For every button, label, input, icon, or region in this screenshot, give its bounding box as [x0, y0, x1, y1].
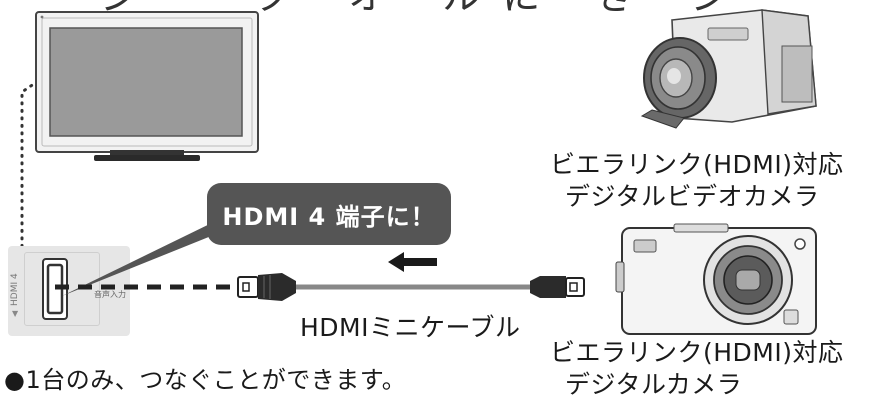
camcorder-label-line2: デジタルビデオカメラ	[565, 182, 820, 211]
panel-inner-box	[24, 252, 100, 326]
cable-label: HDMIミニケーブル	[300, 313, 521, 342]
camcorder-label-line1: ビエラリンク(HDMI)対応	[550, 150, 844, 179]
callout-bubble: HDMI 4 端子に！	[207, 183, 451, 245]
audio-input-label: 音声入力	[94, 290, 126, 299]
digital-camera-illustration	[615, 223, 817, 335]
tv-port-panel	[8, 246, 130, 336]
footnote-text: ●1台のみ、つなぐことができます。	[4, 366, 407, 394]
port-indicator-arrow: ▼	[12, 309, 19, 318]
hdmi-connector-left	[237, 273, 296, 301]
camera-label-line1: ビエラリンク(HDMI)対応	[550, 338, 844, 367]
hdmi-connector-right	[530, 276, 585, 298]
direction-arrow	[388, 252, 437, 272]
camera-label-line2: デジタルカメラ	[565, 370, 743, 399]
tv-illustration	[35, 11, 259, 161]
camcorder-illustration	[640, 9, 817, 129]
